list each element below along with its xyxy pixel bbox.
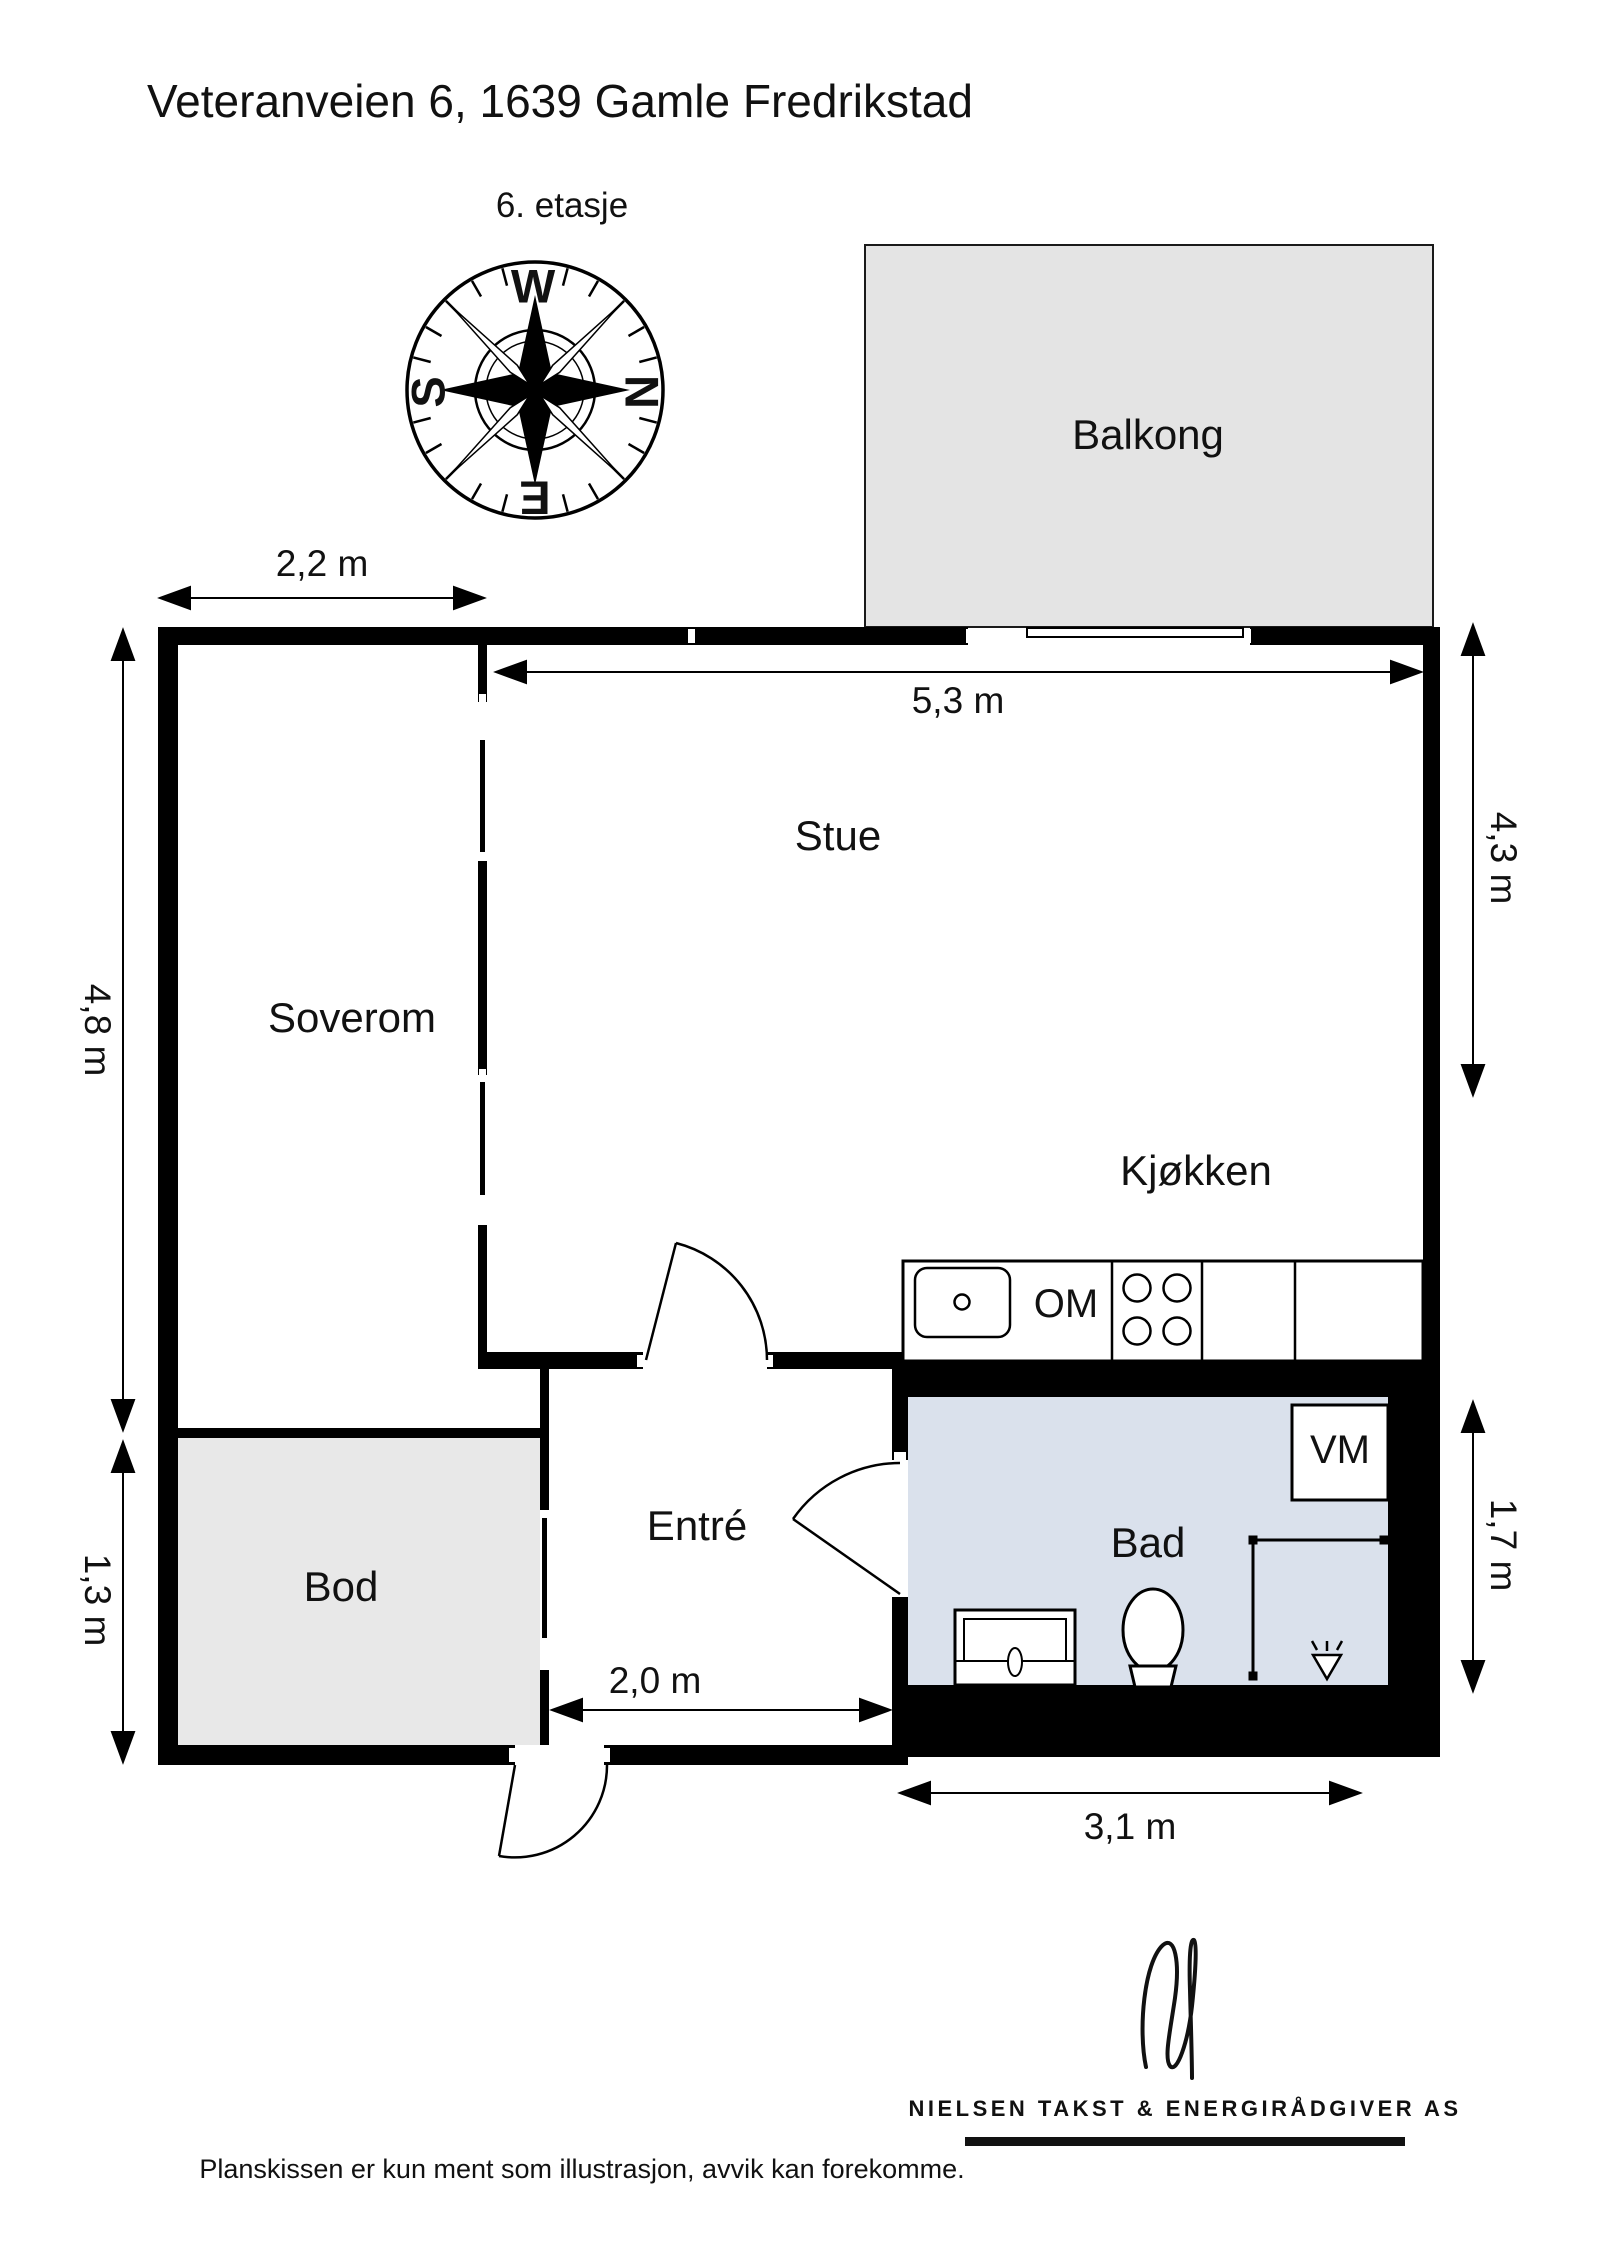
compass-east-label: E <box>519 471 551 525</box>
entrance-door <box>497 1764 609 1859</box>
dim-left-upper-height: 4,8 m <box>77 983 118 1077</box>
kitchen-sink <box>913 1266 1012 1339</box>
compass-north-label: N <box>615 375 669 409</box>
page-title: Veteranveien 6, 1639 Gamle Fredrikstad <box>147 75 973 127</box>
living-room-door <box>644 1241 769 1361</box>
floor-subtitle: 6. etasje <box>495 186 629 225</box>
dim-right-upper-height: 4,3 m <box>1483 811 1524 905</box>
bathroom-vanity <box>953 1608 1077 1687</box>
compass-icon <box>405 260 665 520</box>
walls <box>158 627 1440 1765</box>
disclaimer-text: Planskissen er kun ment som illustrasjon… <box>199 2154 965 2184</box>
shower-corner <box>1248 1535 1389 1681</box>
storage-floor <box>178 1438 540 1745</box>
logo-mark <box>1140 1937 1198 2080</box>
compass-west-label: W <box>510 259 556 313</box>
washing-machine-label: VM <box>1310 1428 1370 1472</box>
dim-bathroom-width: 3,1 m <box>1083 1806 1177 1847</box>
floor-drain-icon <box>1310 1640 1344 1682</box>
dim-right-lower-height: 1,7 m <box>1483 1498 1524 1592</box>
dishwasher-label: OM <box>1033 1282 1099 1326</box>
dim-entry-width: 2,0 m <box>608 1660 702 1701</box>
room-label-balcony: Balkong <box>1072 411 1224 458</box>
company-name: NIELSEN TAKST & ENERGIRÅDGIVER AS <box>908 2096 1462 2121</box>
washing-machine-box <box>1290 1403 1390 1502</box>
dimension-lines <box>110 585 1486 1806</box>
balcony-sliding-door <box>1026 627 1244 638</box>
room-label-living: Stue <box>794 812 882 859</box>
room-label-storage: Bod <box>303 1563 379 1610</box>
room-label-bathroom: Bad <box>1110 1519 1186 1566</box>
stove-icon <box>1122 1273 1192 1346</box>
room-label-entry: Entré <box>646 1502 748 1549</box>
compass-south-label: S <box>401 376 455 408</box>
room-label-bedroom: Soverom <box>267 994 437 1041</box>
room-label-kitchen: Kjøkken <box>1120 1147 1272 1194</box>
balcony-floor <box>864 244 1434 628</box>
dim-left-lower-height: 1,3 m <box>77 1553 118 1647</box>
dim-living-width: 5,3 m <box>911 680 1005 721</box>
dim-bedroom-width: 2,2 m <box>275 543 369 584</box>
bathroom-door <box>791 1461 901 1596</box>
logo-underline <box>965 2137 1405 2146</box>
toilet-icon <box>1121 1587 1185 1689</box>
